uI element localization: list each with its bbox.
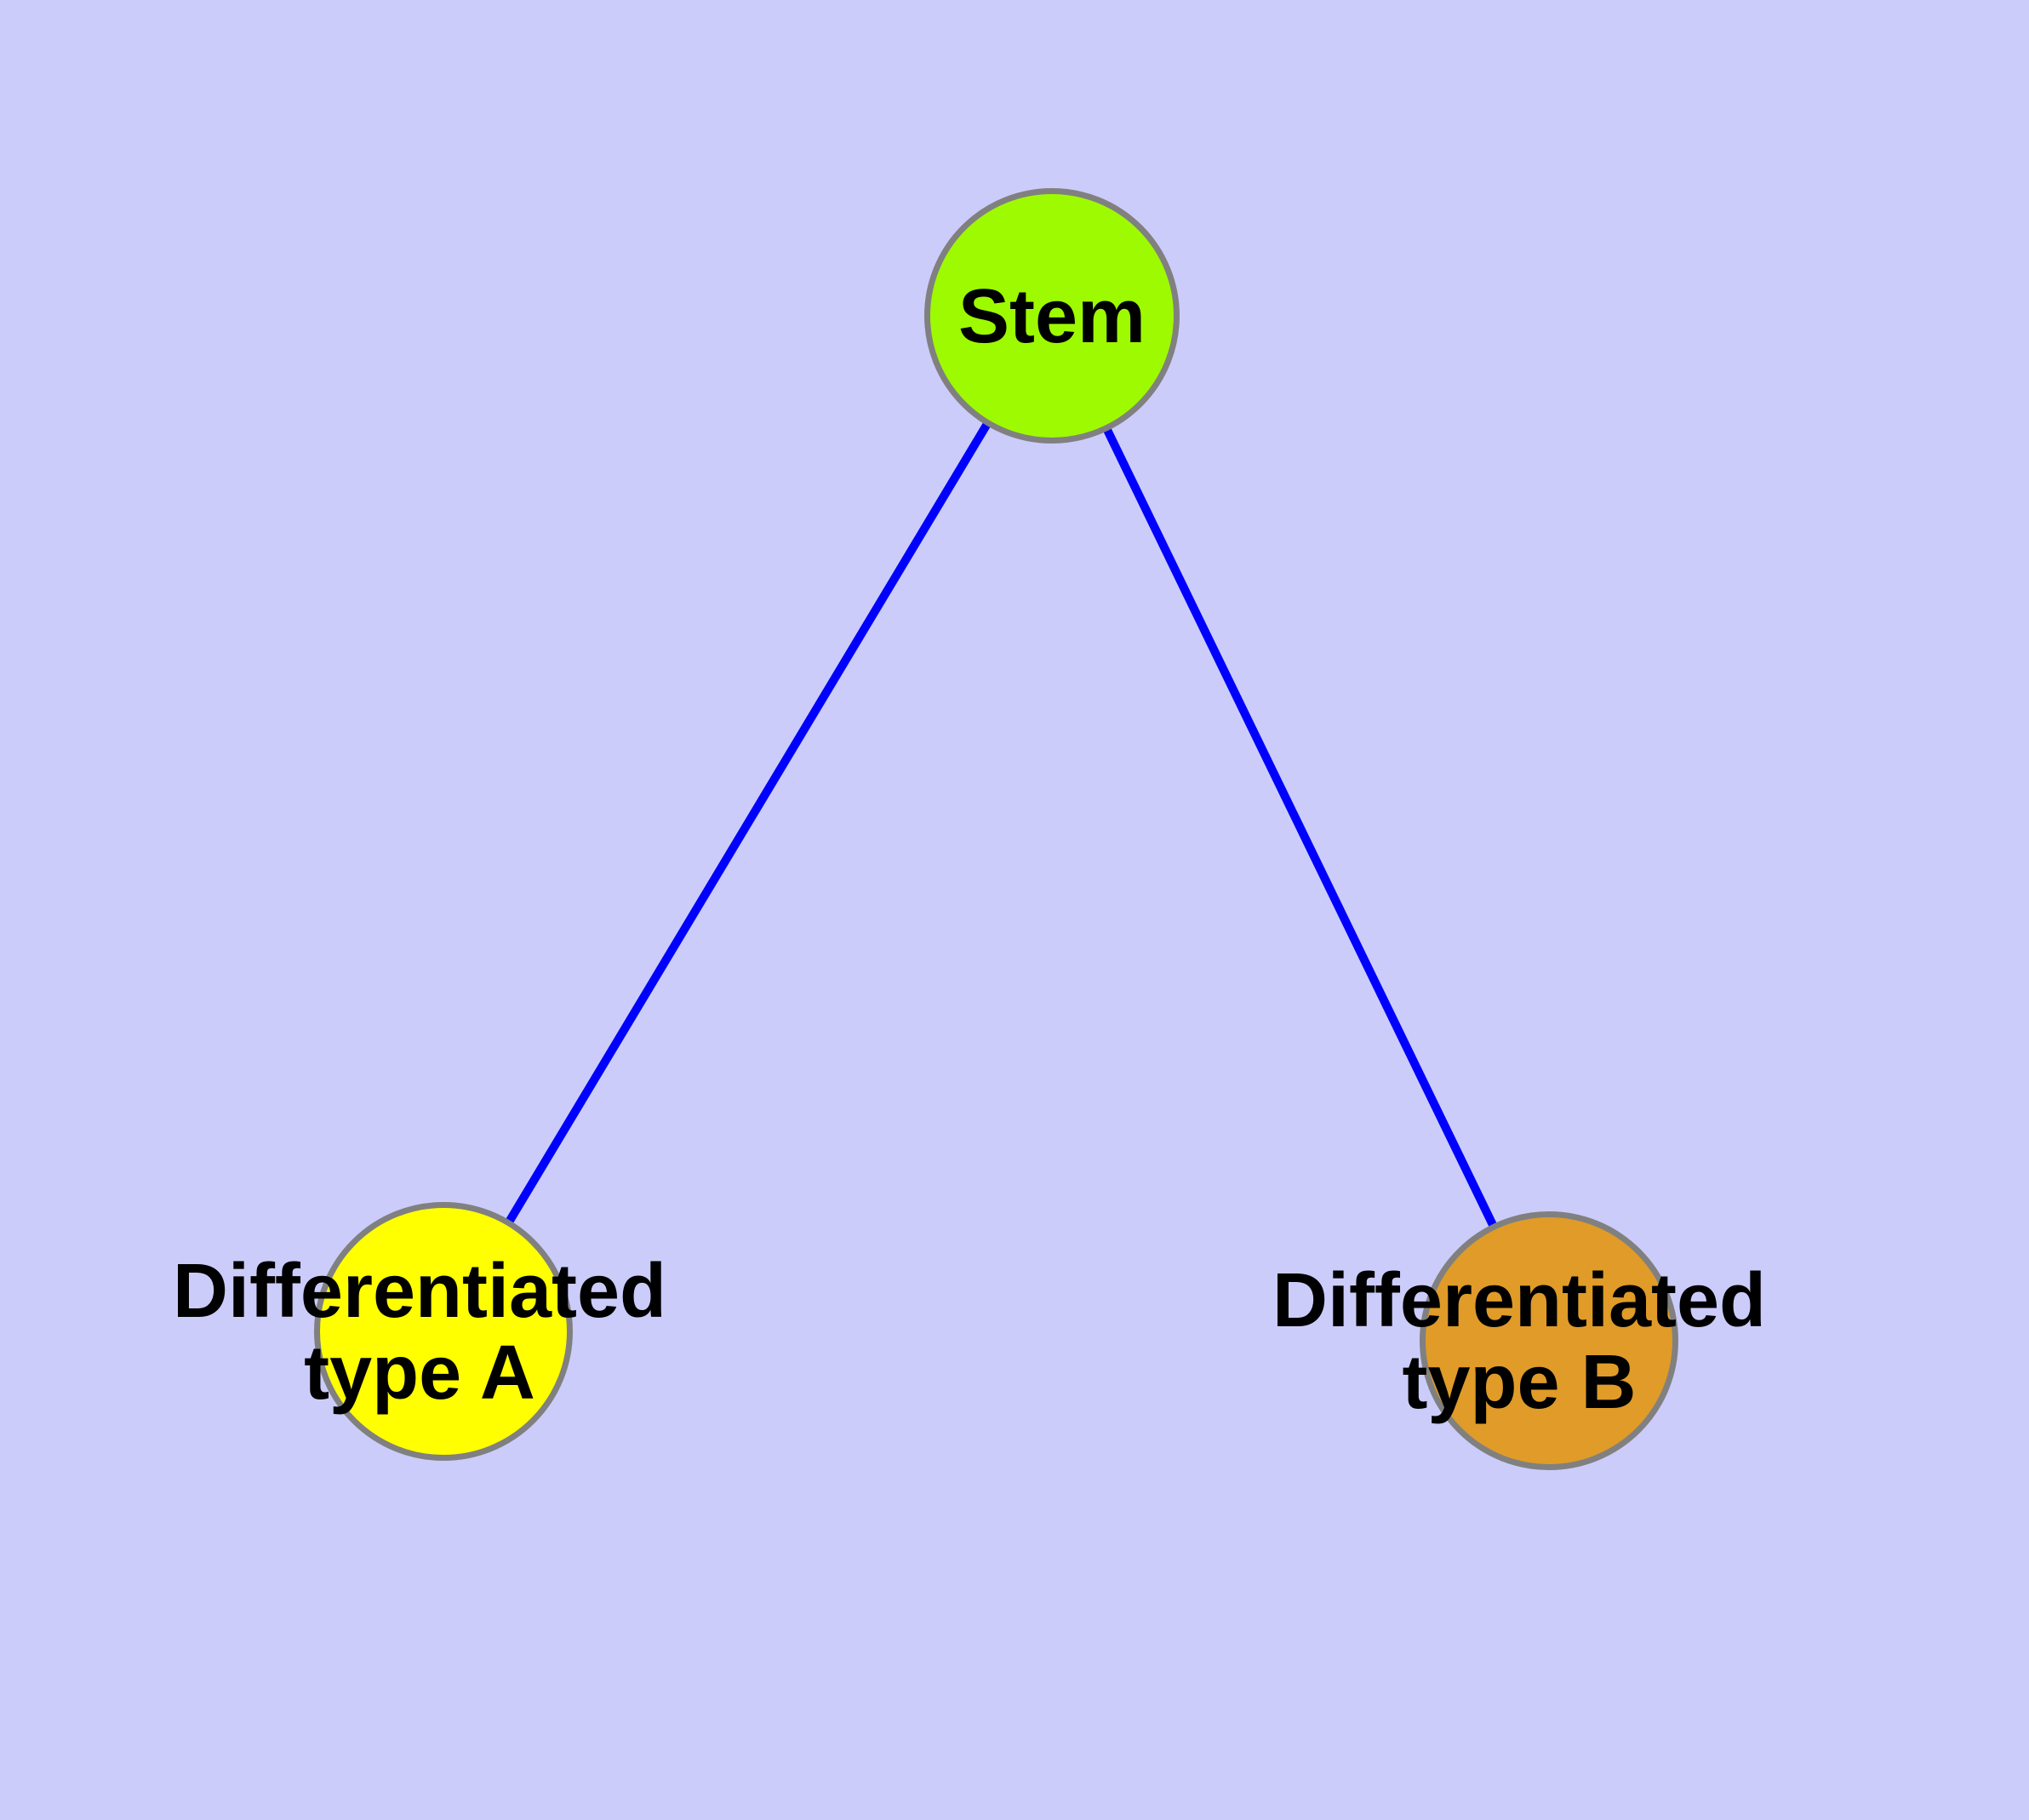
node-label-line: Differentiated xyxy=(173,1249,666,1334)
node-diff_b[interactable] xyxy=(1420,1211,1678,1470)
node-label-line: Differentiated xyxy=(1272,1258,1766,1343)
edge-stem-to-a xyxy=(505,421,992,1224)
node-label-stem: Stem xyxy=(958,274,1146,359)
edge-stem-to-b xyxy=(1103,426,1498,1228)
node-label-line: type B xyxy=(1402,1340,1636,1425)
node-circle-stem[interactable] xyxy=(924,188,1180,444)
node-label-line: Stem xyxy=(958,274,1146,359)
node-circle-diff_b[interactable] xyxy=(1420,1211,1678,1470)
node-circle-diff_a[interactable] xyxy=(314,1202,573,1461)
node-diff_a[interactable] xyxy=(314,1202,573,1461)
node-label-line: type A xyxy=(304,1331,535,1416)
node-stem[interactable] xyxy=(924,188,1180,444)
edges-layer xyxy=(505,421,1498,1228)
